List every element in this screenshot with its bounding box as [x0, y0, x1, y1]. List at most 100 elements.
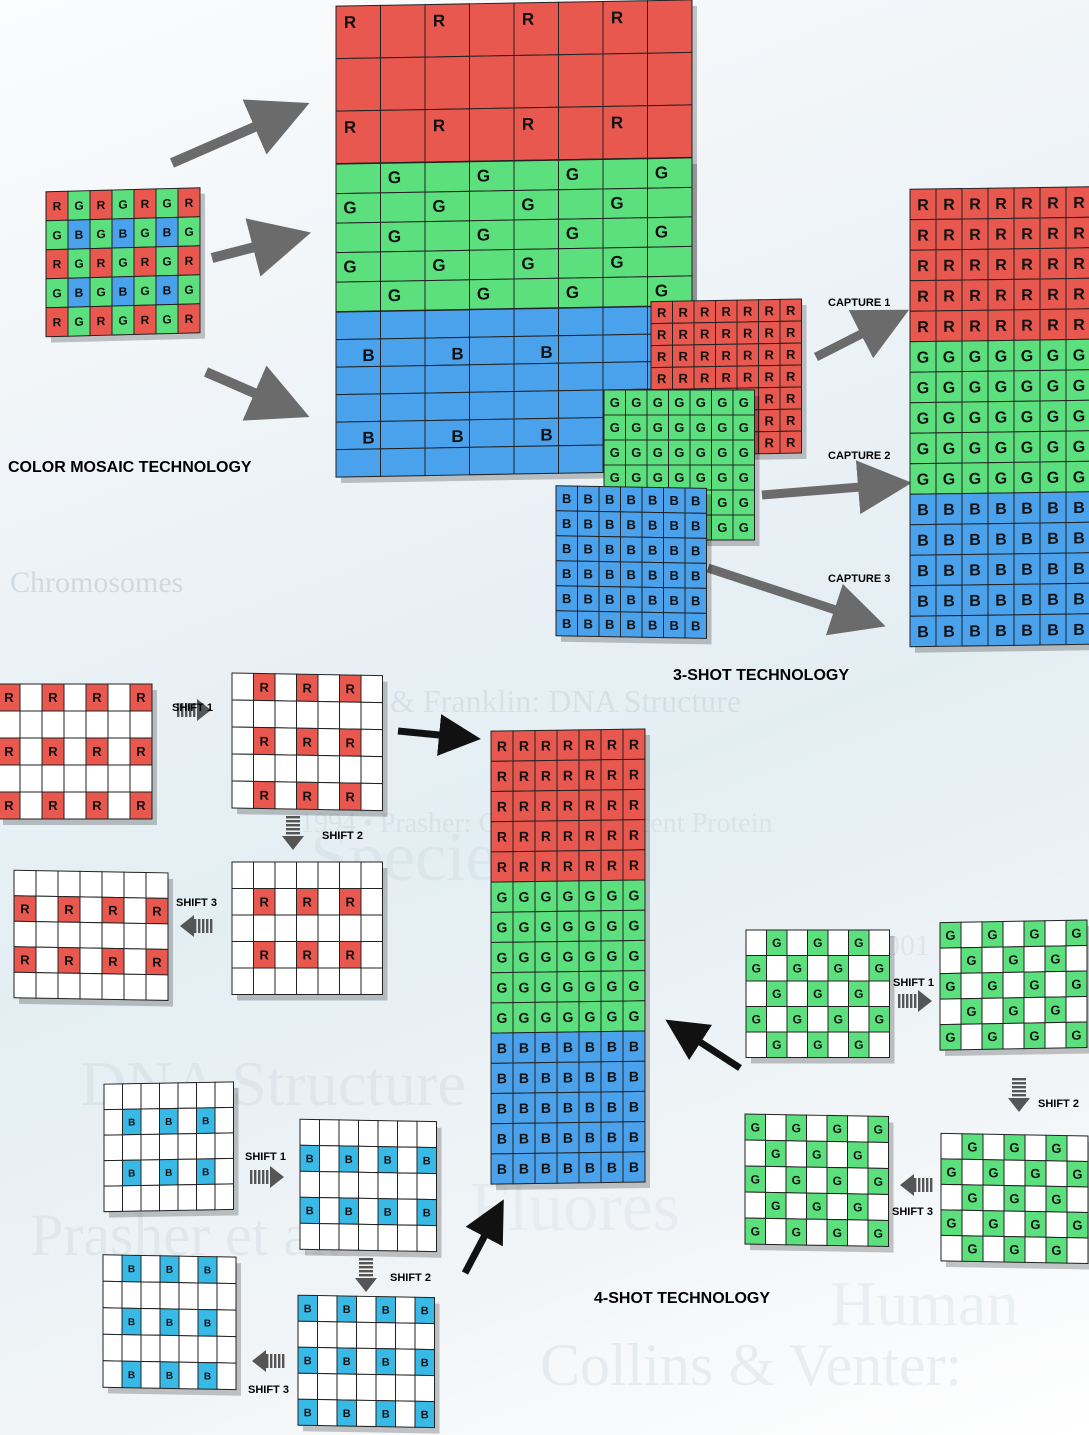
- pixel-letter: R: [541, 768, 551, 784]
- pixel-letter: G: [563, 888, 574, 904]
- pixel-letter: R: [522, 10, 534, 29]
- pixel-letter: R: [1073, 256, 1085, 273]
- pixel-letter: R: [743, 326, 753, 341]
- pixel-letter: R: [48, 690, 58, 705]
- pixel-letter: B: [497, 1040, 507, 1056]
- pixel-cell: [1004, 1160, 1025, 1186]
- pixel-letter: B: [306, 1153, 314, 1165]
- pixel-letter: G: [875, 1013, 884, 1027]
- pixel-letter: G: [792, 1225, 801, 1239]
- pixel-cell: [102, 872, 124, 898]
- pixel-letter: R: [303, 680, 313, 695]
- pixel-cell: [42, 765, 64, 792]
- pixel-letter: G: [813, 1038, 822, 1052]
- pixel-letter: G: [717, 395, 727, 410]
- pixel-cell: [122, 1335, 141, 1362]
- pixel-letter: G: [739, 495, 749, 510]
- pixel-letter: B: [541, 1070, 551, 1086]
- pixel-letter: G: [988, 1165, 998, 1180]
- pixel-letter: G: [674, 395, 684, 410]
- pixel-letter: G: [1021, 348, 1033, 365]
- pixel-letter: B: [497, 1100, 507, 1116]
- pixel-cell: [1003, 972, 1024, 998]
- pixel-letter: R: [497, 738, 507, 754]
- pixel-letter: B: [607, 1099, 617, 1115]
- pixel-letter: G: [696, 420, 706, 435]
- pixel-letter: G: [995, 470, 1007, 487]
- pixel-letter: B: [75, 286, 84, 300]
- pixel-cell: [425, 4, 470, 57]
- pixel-cell: [103, 1308, 122, 1335]
- pixel-cell: [514, 107, 559, 160]
- pixel-cell: [398, 1121, 418, 1147]
- pixel-cell: [470, 364, 515, 392]
- pixel-cell: [318, 889, 340, 916]
- pixel-letter: B: [421, 1357, 429, 1369]
- pixel-letter: B: [563, 1069, 573, 1085]
- pixel-letter: B: [691, 568, 700, 583]
- pixel-cell: [298, 1321, 318, 1347]
- pixel-letter: B: [519, 1100, 529, 1116]
- pixel-cell: [179, 1256, 198, 1283]
- pixel-letter: R: [917, 258, 929, 275]
- pixel-cell: [146, 924, 168, 950]
- pixel-letter: R: [108, 954, 118, 969]
- pixel-letter: G: [833, 1122, 842, 1136]
- pixel-cell: [320, 1198, 340, 1224]
- pixel-cell: [359, 1224, 379, 1250]
- pixel-letter: B: [519, 1161, 529, 1177]
- pixel-cell: [559, 362, 604, 390]
- pixel-letter: R: [1021, 226, 1033, 243]
- pixel-cell: [1066, 997, 1087, 1023]
- pixel-letter: G: [812, 1199, 821, 1213]
- pixel-letter: G: [432, 197, 445, 216]
- pixel-cell: [36, 973, 58, 999]
- pixel-letter: B: [605, 592, 614, 607]
- pixel-cell: [559, 390, 604, 418]
- pixel-cell: [1025, 1186, 1046, 1212]
- pixel-letter: R: [141, 313, 150, 327]
- pixel-letter: G: [519, 919, 530, 935]
- pixel-cell: [320, 1172, 340, 1198]
- pixel-letter: G: [969, 410, 981, 427]
- pixel-cell: [104, 1186, 123, 1212]
- pixel-letter: G: [162, 196, 171, 210]
- pixel-letter: R: [765, 391, 775, 406]
- pixel-letter: B: [1073, 591, 1085, 608]
- pixel-letter: R: [522, 115, 534, 134]
- pixel-cell: [275, 782, 297, 809]
- pixel-letter: R: [563, 798, 573, 814]
- pixel-cell: [1025, 1237, 1046, 1263]
- pixel-letter: R: [108, 903, 118, 918]
- pixel-cell: [300, 1171, 320, 1197]
- pixel-letter: B: [304, 1407, 312, 1419]
- pixel-cell: [254, 700, 276, 727]
- pixel-letter: R: [607, 857, 617, 873]
- blue-shot-c: BBBBBBBBBBBB: [298, 1295, 440, 1433]
- pixel-letter: G: [477, 225, 490, 244]
- pixel-cell: [64, 684, 86, 711]
- pixel-letter: G: [74, 315, 83, 329]
- pixel-cell: [80, 973, 102, 999]
- pixel-letter: R: [433, 11, 445, 30]
- pixel-cell: [359, 1198, 379, 1224]
- green-shift-1-arrow: [898, 990, 932, 1012]
- pixel-letter: G: [1009, 1140, 1019, 1155]
- pixel-letter: G: [653, 420, 663, 435]
- pixel-letter: G: [1029, 926, 1039, 941]
- pixel-letter: R: [519, 828, 529, 844]
- pixel-letter: B: [585, 1039, 595, 1055]
- pixel-cell: [359, 1120, 379, 1146]
- pixel-letter: B: [670, 543, 679, 558]
- pixel-letter: B: [584, 541, 593, 556]
- pixel-cell: [318, 729, 340, 756]
- pixel-cell: [828, 930, 849, 956]
- pixel-cell: [361, 702, 383, 729]
- green-shift-2-arrow: [1008, 1078, 1030, 1112]
- pixel-letter: B: [943, 563, 955, 580]
- pixel-letter: G: [519, 1010, 530, 1026]
- pixel-letter: B: [691, 593, 700, 608]
- pixel-cell: [559, 307, 604, 335]
- pixel-letter: B: [128, 1264, 135, 1275]
